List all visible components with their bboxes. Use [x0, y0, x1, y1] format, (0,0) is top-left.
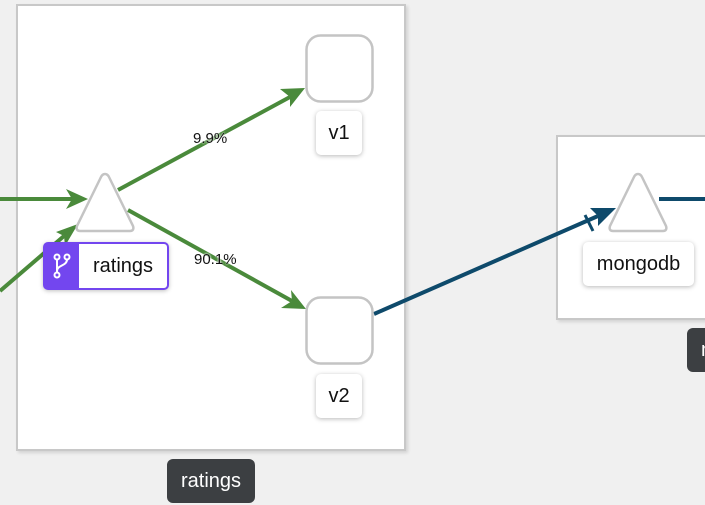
- mongodb-service-label: mongodb: [583, 242, 694, 286]
- v2-workload-node[interactable]: [304, 295, 376, 367]
- edge-incoming-top[interactable]: [0, 189, 88, 209]
- v1-label: v1: [316, 111, 362, 155]
- edge-v2-percentage: 90.1%: [194, 251, 237, 268]
- mongodb-app-label[interactable]: mongodb: [687, 328, 705, 372]
- edge-ratings-to-v1[interactable]: [117, 88, 305, 192]
- mongodb-service-node[interactable]: [607, 170, 669, 234]
- v1-workload-node[interactable]: [304, 33, 376, 105]
- ratings-virtual-service-badge[interactable]: ratings: [43, 242, 169, 290]
- v2-label: v2: [316, 374, 362, 418]
- edge-v2-to-mongodb[interactable]: [373, 208, 616, 316]
- ratings-service-label: ratings: [92, 255, 154, 277]
- edge-ratings-to-v2[interactable]: [127, 208, 306, 309]
- edge-v1-percentage: 9.9%: [193, 130, 228, 147]
- virtual-service-icon: [45, 244, 79, 288]
- ratings-service-node[interactable]: [74, 170, 136, 234]
- ratings-app-label[interactable]: ratings: [167, 459, 255, 503]
